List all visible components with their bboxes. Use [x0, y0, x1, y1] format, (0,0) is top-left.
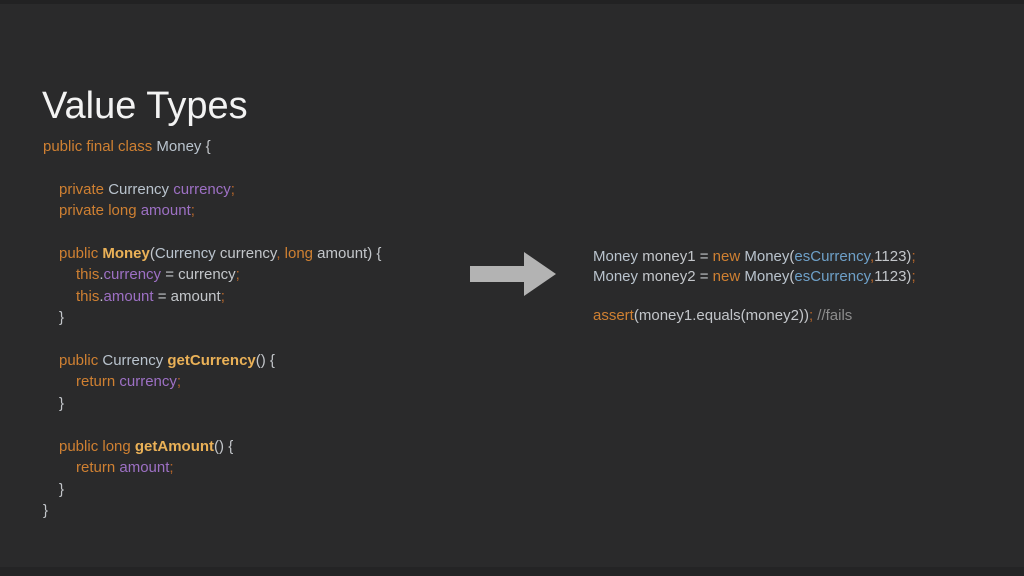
code-token: }	[59, 309, 65, 327]
code-line: this.amount = amount;	[43, 286, 381, 307]
code-token: Currency	[108, 180, 174, 198]
code-line: public Money(Currency currency, long amo…	[43, 243, 381, 264]
code-token: money2 =	[642, 267, 713, 285]
code-token: ;	[190, 202, 195, 220]
code-token: currency	[119, 373, 177, 391]
code-line: }	[43, 500, 381, 521]
code-token: currency	[219, 245, 277, 263]
code-token: getAmount	[134, 437, 215, 455]
code-line: }	[43, 307, 381, 328]
code-line	[593, 286, 916, 306]
code-token: long	[284, 245, 314, 263]
letterbox-bottom-bar	[0, 567, 1024, 576]
code-token: private	[59, 180, 109, 198]
code-token: amount	[140, 202, 191, 220]
code-token: amount	[119, 459, 170, 477]
code-token: this	[76, 266, 100, 284]
letterbox-top-bar	[0, 0, 1024, 4]
code-token: }	[43, 501, 49, 519]
code-token: esCurrency	[794, 248, 870, 265]
code-token: public long	[59, 437, 135, 455]
code-line: }	[43, 393, 381, 414]
code-token: ;	[808, 306, 814, 324]
code-token: ,	[276, 245, 281, 263]
code-line	[43, 329, 381, 350]
code-token: getCurrency	[167, 352, 256, 370]
code-token: ,	[870, 267, 875, 285]
code-token: Money	[593, 248, 643, 265]
code-token: ,	[870, 248, 875, 265]
code-token: Money	[102, 245, 150, 263]
money-class-code-block: public final class Money { private Curre…	[43, 136, 381, 521]
code-token: new	[712, 248, 741, 265]
code-token: return	[76, 459, 120, 477]
code-token: () {	[214, 437, 234, 455]
code-token: () {	[255, 352, 275, 370]
code-token: (	[149, 245, 155, 263]
code-line	[43, 157, 381, 178]
code-line	[43, 222, 381, 243]
code-token: amount) {	[313, 245, 382, 263]
code-token: }	[59, 480, 65, 498]
arrow-right-icon	[470, 252, 556, 296]
code-token: Money	[744, 267, 790, 285]
code-token: {	[201, 138, 211, 155]
code-token: .	[99, 287, 104, 305]
code-line: public final class Money {	[43, 136, 381, 157]
code-token: (	[789, 248, 795, 265]
code-line: return amount;	[43, 457, 381, 478]
code-line: Money money2 = new Money(esCurrency,1123…	[593, 267, 916, 287]
code-token: Money	[156, 138, 202, 155]
code-token: ;	[911, 248, 916, 265]
code-line: public Currency getCurrency() {	[43, 350, 381, 371]
code-token: assert	[593, 306, 634, 324]
code-line: public long getAmount() {	[43, 436, 381, 457]
code-token: public	[59, 352, 103, 370]
code-token: ;	[220, 287, 225, 305]
code-token: esCurrency	[794, 267, 870, 285]
arrow-right-shape	[470, 252, 556, 296]
code-line: return currency;	[43, 371, 381, 392]
code-token: money1 =	[642, 248, 713, 265]
code-line: private long amount;	[43, 200, 381, 221]
code-line: assert(money1.equals(money2)); //fails	[593, 306, 916, 326]
money-usage-code-block: Money money1 = new Money(esCurrency,1123…	[593, 247, 916, 325]
code-token: currency	[173, 180, 231, 198]
code-line	[43, 414, 381, 435]
code-token: = amount	[153, 287, 221, 305]
code-token: public	[59, 245, 103, 263]
code-token: ;	[911, 267, 916, 285]
code-token: = currency	[161, 266, 236, 284]
code-line: this.currency = currency;	[43, 264, 381, 285]
code-token: this	[76, 287, 100, 305]
code-token: Currency	[154, 245, 220, 263]
code-line: Money money1 = new Money(esCurrency,1123…	[593, 247, 916, 267]
code-token: return	[76, 373, 120, 391]
code-token: ;	[169, 459, 174, 477]
code-token: Money	[744, 248, 790, 265]
code-token: (money1.equals(money2))	[633, 306, 809, 324]
code-token: ;	[176, 373, 182, 391]
code-token: 1123)	[874, 267, 912, 285]
code-token: .	[99, 266, 104, 284]
code-token: 1123)	[874, 248, 912, 265]
slide-title: Value Types	[42, 85, 248, 128]
code-token: ;	[230, 180, 235, 198]
code-token: public final class	[43, 138, 157, 155]
code-line: }	[43, 479, 381, 500]
code-token: //fails	[817, 306, 853, 324]
code-token: }	[59, 394, 65, 412]
code-line: private Currency currency;	[43, 179, 381, 200]
code-token: Money	[593, 267, 643, 285]
code-token: (	[789, 267, 795, 285]
code-token: amount	[103, 287, 154, 305]
code-token: Currency	[102, 352, 168, 370]
code-token: new	[712, 267, 741, 285]
code-token: private long	[59, 202, 141, 220]
code-token: ;	[235, 266, 240, 284]
code-token: currency	[103, 266, 162, 284]
